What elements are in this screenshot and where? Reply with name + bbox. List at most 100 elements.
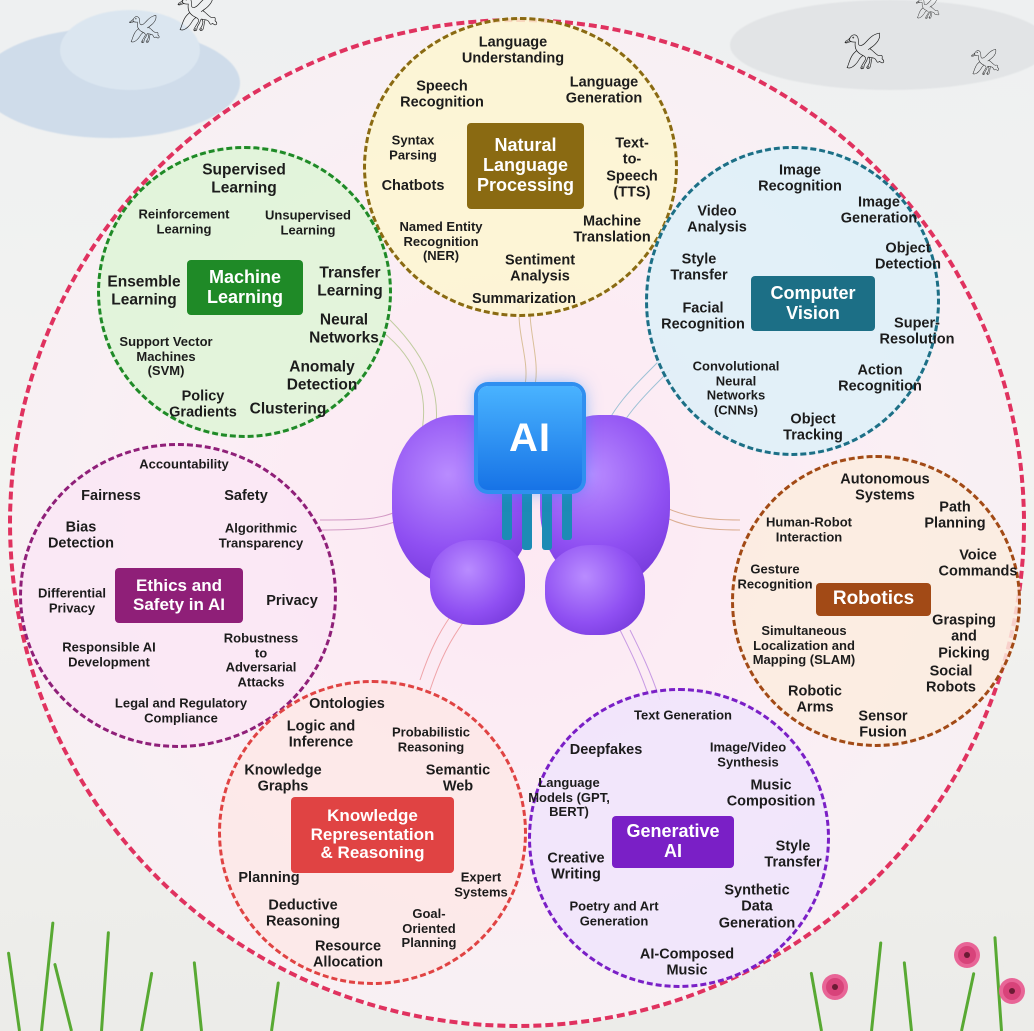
bird-icon: 𓅮	[915, 1, 941, 23]
cluster-robotics: Robotics Autonomous Systems Human-Robot …	[731, 455, 1021, 747]
topic-item: Policy Gradients	[169, 388, 237, 421]
topic-item: Facial Recognition	[661, 300, 745, 333]
topic-item: Social Robots	[926, 663, 976, 696]
cluster-title-gen: Generative AI	[612, 816, 734, 868]
topic-item: Autonomous Systems	[840, 471, 930, 504]
topic-item: Image Recognition	[758, 162, 842, 195]
topic-item: Summarization	[472, 290, 576, 307]
topic-item: AI-Composed Music	[639, 946, 735, 979]
topic-item: Bias Detection	[47, 519, 115, 552]
topic-item: Unsupervised Learning	[265, 207, 351, 237]
topic-item: Logic and Inference	[286, 718, 356, 751]
chip-connector	[542, 490, 552, 550]
brain-left-lower	[430, 540, 525, 625]
topic-item: Clustering	[249, 400, 327, 418]
topic-item: Chatbots	[381, 177, 445, 194]
topic-item: Object Tracking	[783, 411, 843, 444]
topic-item: Video Analysis	[687, 203, 747, 236]
ai-chip-label: AI	[509, 415, 551, 460]
cluster-title-ethics: Ethics and Safety in AI	[115, 568, 243, 623]
topic-item: Deepfakes	[569, 741, 643, 758]
bird-icon: 𓅮	[176, 0, 219, 38]
cluster-ml: Machine Learning Supervised Learning Rei…	[97, 146, 392, 438]
bird-icon: 𓅮	[843, 38, 886, 76]
topic-item: Path Planning	[924, 499, 986, 532]
topic-item: Language Generation	[565, 74, 643, 107]
topic-item: Deductive Reasoning	[265, 897, 341, 930]
cloud-right	[730, 0, 1034, 90]
cluster-cv: Computer Vision Image Recognition Video …	[645, 146, 954, 456]
topic-item: Anomaly Detection	[286, 358, 358, 394]
topic-item: Fairness	[81, 487, 141, 504]
topic-item: Ensemble Learning	[107, 273, 181, 309]
topic-item: Responsible AI Development	[62, 639, 156, 669]
topic-item: Human-Robot Interaction	[766, 514, 852, 544]
topic-item: Neural Networks	[309, 311, 379, 347]
topic-item: Voice Commands	[938, 547, 1018, 580]
topic-item: Convolutional Neural Networks (CNNs)	[692, 358, 780, 418]
topic-item: Algorithmic Transparency	[218, 520, 304, 550]
topic-item: Reinforcement Learning	[138, 206, 230, 236]
cluster-title-kr: Knowledge Representation & Reasoning	[291, 797, 454, 873]
bird-icon: 𓅮	[970, 53, 1001, 80]
topic-item: Robotic Arms	[788, 683, 842, 716]
topic-item: Safety	[224, 487, 268, 504]
brain-right-lower	[545, 545, 645, 635]
bird-icon: 𓅮	[128, 18, 161, 48]
cluster-nlp: Natural Language Processing Language Und…	[363, 17, 678, 317]
topic-item: Goal- Oriented Planning	[401, 905, 457, 951]
cluster-ethics: Ethics and Safety in AI Accountability F…	[19, 443, 337, 748]
topic-item: Text-to- Speech (TTS)	[606, 135, 658, 201]
chip-connector	[562, 490, 572, 540]
cluster-kr: Knowledge Representation & Reasoning Ont…	[218, 680, 527, 985]
topic-item: Style Transfer	[764, 838, 822, 871]
chip-connector	[502, 490, 512, 540]
topic-item: Action Recognition	[838, 362, 922, 395]
topic-item: Language Models (GPT, BERT)	[528, 774, 610, 820]
topic-item: Synthetic Data Generation	[718, 882, 796, 932]
cluster-title-nlp: Natural Language Processing	[467, 123, 584, 209]
cluster-title-ml: Machine Learning	[187, 260, 303, 315]
topic-item: Music Composition	[726, 777, 816, 810]
cloud-left-2	[60, 10, 200, 90]
cluster-title-cv: Computer Vision	[751, 276, 875, 331]
topic-item: Image Generation	[840, 194, 918, 227]
ai-chip: AI	[478, 386, 582, 490]
topic-item: Sensor Fusion	[858, 708, 908, 741]
cluster-gen: Generative AI Text Generation Deepfakes …	[528, 688, 830, 988]
topic-item: Text Generation	[633, 707, 733, 723]
topic-item: Probabilistic Reasoning	[391, 724, 471, 754]
topic-item: Language Understanding	[461, 34, 565, 67]
topic-item: Differential Privacy	[38, 585, 106, 615]
grass-decoration	[0, 921, 1034, 1031]
topic-item: Privacy	[266, 592, 318, 609]
flower-icon	[958, 946, 976, 964]
topic-item: Legal and Regulatory Compliance	[114, 695, 248, 725]
topic-item: Object Detection	[874, 240, 942, 273]
topic-item: Poetry and Art Generation	[569, 898, 659, 928]
topic-item: Knowledge Graphs	[244, 762, 322, 795]
topic-item: Super- Resolution	[879, 315, 955, 348]
cluster-title-robotics: Robotics	[816, 583, 931, 616]
topic-item: Style Transfer	[670, 251, 728, 284]
topic-item: Named Entity Recognition (NER)	[399, 218, 483, 264]
topic-item: Image/Video Synthesis	[709, 739, 787, 769]
chip-connector	[522, 490, 532, 550]
topic-item: Semantic Web	[425, 762, 491, 795]
topic-item: Syntax Parsing	[389, 132, 437, 162]
topic-item: Accountability	[139, 456, 229, 472]
topic-item: Speech Recognition	[400, 78, 484, 111]
topic-item: Support Vector Machines (SVM)	[119, 333, 213, 379]
topic-item: Resource Allocation	[312, 938, 384, 971]
topic-item: Planning	[238, 869, 300, 886]
topic-item: Supervised Learning	[202, 161, 286, 197]
topic-item: Robustness to Adversarial Attacks	[223, 630, 299, 690]
topic-item: Expert Systems	[454, 869, 508, 899]
topic-item: Gesture Recognition	[737, 561, 813, 591]
topic-item: Grasping and Picking	[932, 612, 996, 662]
topic-item: Machine Translation	[573, 213, 651, 246]
flower-icon	[1003, 982, 1021, 1000]
topic-item: Transfer Learning	[317, 264, 383, 300]
flower-icon	[826, 978, 844, 996]
